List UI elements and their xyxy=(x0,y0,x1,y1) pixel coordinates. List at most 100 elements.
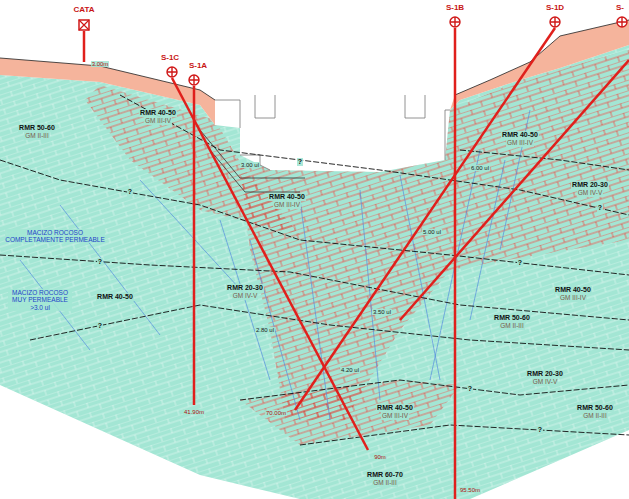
gm-class: GM II-III xyxy=(24,132,49,139)
rmr-class: RMR 50-60 xyxy=(493,314,531,322)
gm-class: GM IV-V xyxy=(232,292,259,299)
excavation-outline xyxy=(200,95,450,192)
borehole-name: S-1B xyxy=(446,4,464,13)
borehole-symbol xyxy=(167,67,177,77)
ground-surface xyxy=(0,58,215,100)
borehole xyxy=(83,31,86,62)
rmr-class: RMR 60-70 xyxy=(366,471,404,479)
borehole-symbol xyxy=(450,17,460,27)
depth-label: 90m xyxy=(373,454,387,461)
uncertain-mark: ? xyxy=(127,188,133,196)
borehole-symbol xyxy=(550,17,560,27)
pit-symbol xyxy=(79,20,89,30)
borehole-symbol xyxy=(167,67,177,77)
borehole-name: CATA xyxy=(73,6,94,15)
excavation-line xyxy=(210,150,300,192)
joint-line xyxy=(220,220,270,380)
gm-class: GM II-III xyxy=(582,412,607,419)
contact-line xyxy=(30,305,629,350)
lugeon-value: 3.50 ul xyxy=(372,309,392,316)
lugeon-value: 2.80 ul xyxy=(255,327,275,334)
rmr-class: RMR 40-50 xyxy=(139,109,177,117)
gm-class: GM III-IV xyxy=(273,201,301,208)
contact-line xyxy=(0,160,629,275)
permeability-note: MACIZO ROCOSO COMPLETAMENTE PERMEABLE xyxy=(5,229,105,243)
depth-label: 3.00m xyxy=(91,61,110,68)
borehole-symbol xyxy=(550,17,560,27)
fractured-zones xyxy=(85,50,629,445)
contact-line xyxy=(0,255,629,320)
rmr-class: RMR 40-50 xyxy=(96,293,134,301)
rmr-class: RMR 20-30 xyxy=(526,370,564,378)
uncertain-mark: ? xyxy=(537,426,543,434)
rmr-class: RMR 50-60 xyxy=(576,404,614,412)
contacts xyxy=(0,95,629,445)
depth-label: 41.90m xyxy=(183,409,205,416)
gm-class: GM II-III xyxy=(499,322,524,329)
lugeon-value: 4.20 ul xyxy=(340,367,360,374)
uncertain-mark: ? xyxy=(297,158,303,166)
contact-line xyxy=(240,380,629,400)
borehole-symbol xyxy=(617,17,627,27)
rmr-class: RMR 50-60 xyxy=(18,124,56,132)
excavation-line xyxy=(255,95,275,118)
borehole-name: S-1D xyxy=(546,4,564,13)
gm-class: GM IV-V xyxy=(577,189,604,196)
uncertain-mark: ? xyxy=(97,322,103,330)
fractured-zone xyxy=(240,50,629,420)
borehole-symbols xyxy=(79,17,627,85)
rmr-class: RMR 40-50 xyxy=(501,131,539,139)
borehole-name: S- xyxy=(616,4,624,13)
contact-line xyxy=(120,95,629,215)
borehole xyxy=(172,78,368,450)
soil-cover xyxy=(450,20,629,110)
depth-label: 70.00m xyxy=(265,410,287,417)
gm-class: GM II-III xyxy=(372,479,397,486)
uncertain-mark: ? xyxy=(97,258,103,266)
rock-texture xyxy=(0,45,629,499)
gm-class: GM III-IV xyxy=(381,412,409,419)
borehole-symbol xyxy=(617,17,627,27)
excavation-line xyxy=(240,155,270,170)
borehole xyxy=(193,86,196,405)
contact-line xyxy=(300,425,629,445)
lugeon-value: 5.00 ul xyxy=(422,229,442,236)
borehole-name: S-1C xyxy=(161,54,179,63)
rmr-class: RMR 20-30 xyxy=(571,181,609,189)
borehole-name: S-1A xyxy=(189,62,207,71)
excavation-line xyxy=(405,95,425,118)
depth-label: 95.50m xyxy=(459,487,481,494)
rmr-class: RMR 20-30 xyxy=(226,284,264,292)
boreholes xyxy=(84,28,629,499)
excavation-line xyxy=(215,100,240,128)
joint-line xyxy=(360,190,380,400)
lugeon-value: 6.00 ul xyxy=(470,165,490,172)
permeability-note: MACIZO ROCOSO MUY PERMEABLE >3.0 ul xyxy=(8,289,72,310)
ground-surface xyxy=(455,20,629,95)
gm-class: GM III-IV xyxy=(506,139,534,146)
pit-symbol xyxy=(79,20,89,30)
rmr-class: RMR 40-50 xyxy=(554,286,592,294)
uncertain-mark: ? xyxy=(517,259,523,267)
uncertain-mark: ? xyxy=(467,385,473,393)
joint-line xyxy=(300,200,330,420)
rmr-class: RMR 40-50 xyxy=(376,404,414,412)
borehole-symbol xyxy=(450,17,460,27)
excavation-line xyxy=(445,110,450,160)
uncertain-mark: ? xyxy=(597,204,603,212)
gm-class: GM III-IV xyxy=(559,294,587,301)
gm-class: GM IV-V xyxy=(532,378,559,385)
lugeon-value: 3.00 ul xyxy=(240,162,260,169)
fractured-zone xyxy=(240,380,460,445)
soil-cover xyxy=(0,58,215,125)
borehole-symbol xyxy=(189,75,199,85)
borehole xyxy=(400,60,629,320)
borehole-symbol xyxy=(189,75,199,85)
borehole xyxy=(295,28,555,410)
rmr-class: RMR 40-50 xyxy=(268,193,306,201)
borehole xyxy=(454,28,457,499)
joint-line xyxy=(60,205,160,335)
